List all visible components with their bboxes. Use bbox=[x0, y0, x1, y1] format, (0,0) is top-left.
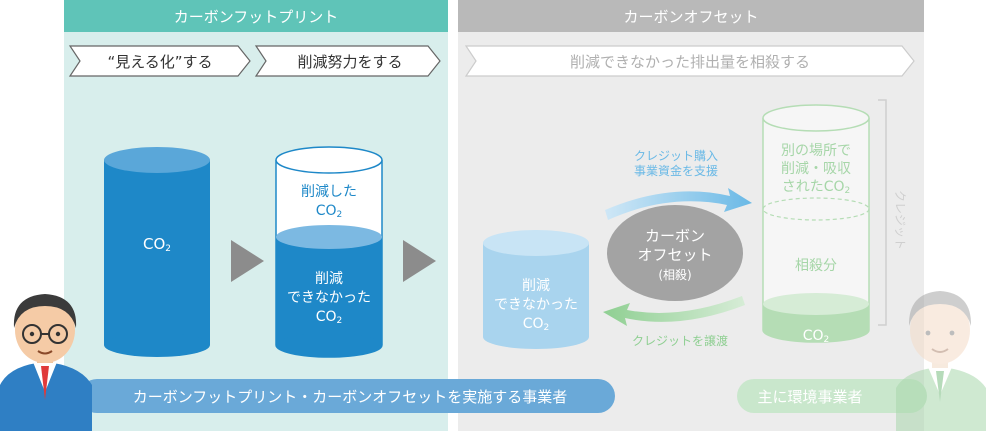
unreduced-co2-line2: できなかった bbox=[287, 290, 371, 306]
carbon-offset-circle: カーボン オフセット (相殺) bbox=[607, 205, 743, 301]
cylinder-total-co2: CO2 bbox=[104, 147, 210, 357]
left-actor-label: カーボンフットプリント・カーボンオフセットを実施する事業者 bbox=[133, 388, 568, 406]
step-visualize-label: “見える化”する bbox=[107, 53, 212, 71]
step-chevron-offset: 削減できなかった排出量を相殺する bbox=[464, 45, 915, 77]
right-actor-label: 主に環境事業者 bbox=[757, 388, 862, 406]
credit-buy-line2: 事業資金を支援 bbox=[634, 163, 718, 178]
cylinder-total-label: CO2 bbox=[143, 235, 171, 254]
credit-bracket: クレジット bbox=[878, 99, 907, 326]
right-header-bar bbox=[458, 0, 924, 32]
unreduced-co2-line1: 削減 bbox=[315, 270, 343, 287]
credit-purchase-arrow: クレジット購入 事業資金を支援 bbox=[605, 149, 752, 220]
step-offset-label: 削減できなかった排出量を相殺する bbox=[570, 53, 810, 71]
right-header-title: カーボンオフセット bbox=[623, 8, 758, 26]
cylinder-reduced: 削減した CO2 削減 できなかった CO2 bbox=[275, 146, 383, 358]
flow-arrow-2 bbox=[403, 240, 436, 282]
cylinder-credit: 別の場所で 削減・吸収 されたCO2 相殺分 CO2 bbox=[762, 104, 870, 345]
step-reduce-label: 削減努力をする bbox=[297, 53, 402, 71]
step-chevron-reduce: 削減努力をする bbox=[254, 45, 441, 77]
left-actor-pill: カーボンフットプリント・カーボンオフセットを実施する事業者 bbox=[80, 379, 615, 413]
offset-unreduced-line2: できなかった bbox=[494, 297, 578, 313]
center-line3: (相殺) bbox=[658, 268, 691, 282]
other-place-line2: 削減・吸収 bbox=[781, 160, 851, 177]
credit-side-label: クレジット bbox=[893, 190, 907, 250]
right-actor-pill: 主に環境事業者 bbox=[737, 379, 927, 413]
offset-part-label: 相殺分 bbox=[795, 258, 837, 274]
left-header-title: カーボンフットプリント bbox=[174, 8, 339, 26]
other-place-line1: 別の場所で bbox=[781, 143, 851, 159]
businessman-left-icon bbox=[0, 294, 92, 431]
credit-buy-line1: クレジット購入 bbox=[634, 149, 718, 163]
unreduced-co2-line3: CO2 bbox=[316, 309, 343, 326]
reduced-co2-line1: 削減した bbox=[301, 183, 357, 200]
cylinder-offset-unreduced: 削減 できなかった CO2 bbox=[483, 230, 589, 349]
left-header-bar bbox=[64, 0, 448, 32]
credit-transfer-arrow: クレジットを譲渡 bbox=[603, 296, 745, 348]
flow-arrow-1 bbox=[231, 240, 264, 282]
offset-unreduced-line1: 削減 bbox=[522, 277, 550, 294]
businessman-right-icon bbox=[896, 291, 986, 431]
step-chevron-visualize: “見える化”する bbox=[68, 45, 251, 77]
center-line1: カーボン bbox=[645, 227, 705, 245]
center-line2: オフセット bbox=[637, 246, 712, 264]
reduced-co2-line2: CO2 bbox=[316, 203, 343, 220]
other-place-line3: されたCO2 bbox=[782, 179, 851, 196]
credit-bottom-co2: CO2 bbox=[803, 328, 830, 345]
offset-unreduced-line3: CO2 bbox=[523, 316, 550, 333]
credit-transfer-label: クレジットを譲渡 bbox=[632, 333, 728, 348]
